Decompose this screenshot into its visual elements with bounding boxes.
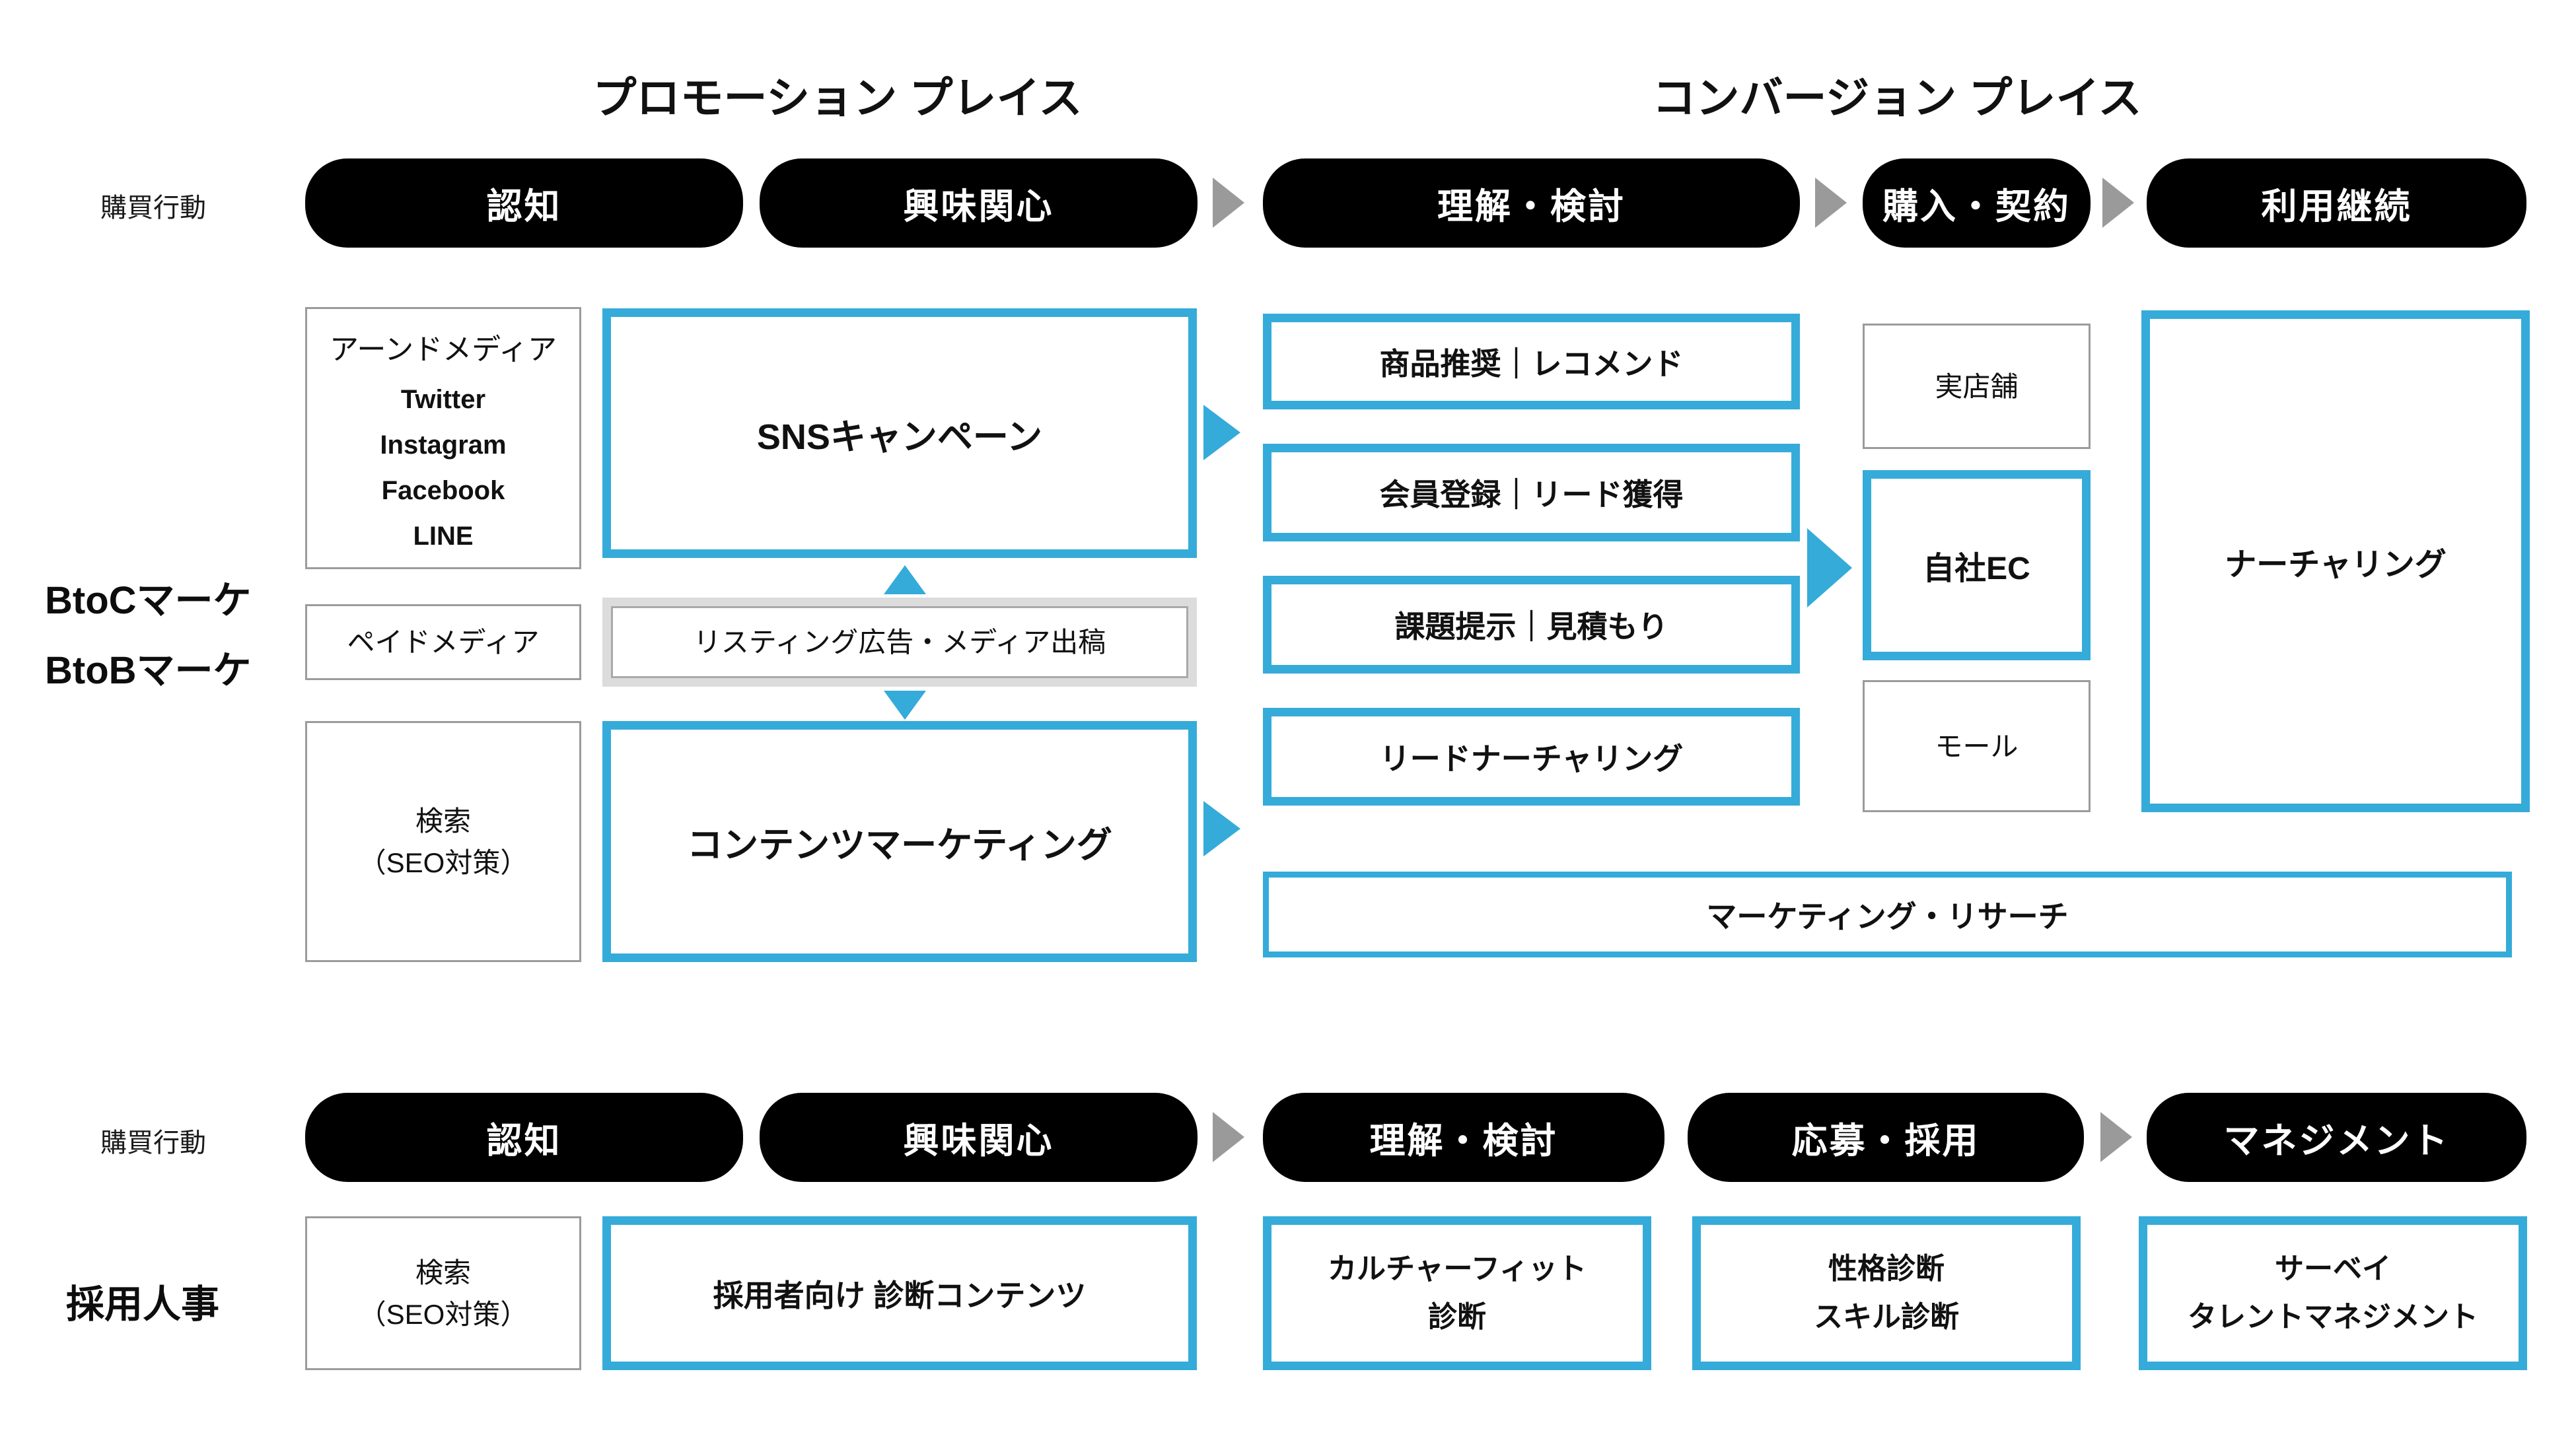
stage-pill-retention: 利用継続 bbox=[2147, 158, 2526, 248]
listing-ads-box: リスティング広告・メディア出稿 bbox=[602, 598, 1197, 687]
promotion-place-header: プロモーション プレイス bbox=[592, 73, 1083, 122]
hr-search-seo-line1: 検索 bbox=[415, 1257, 471, 1288]
paid-media-box: ペイドメディア bbox=[305, 604, 581, 680]
culture-fit-line2: 診断 bbox=[1428, 1300, 1486, 1333]
stage-pill-consideration: 理解・検討 bbox=[1263, 158, 1800, 248]
stage-pill-awareness: 認知 bbox=[305, 158, 743, 248]
personality-line1: 性格診断 bbox=[1828, 1252, 1945, 1285]
btoc-marketing-label: BtoCマーケ bbox=[45, 579, 252, 622]
culture-fit-line1: カルチャーフィット bbox=[1327, 1252, 1587, 1285]
purchase-behavior-label-top: 購買行動 bbox=[100, 193, 206, 223]
mall-box: モール bbox=[1863, 680, 2091, 812]
flow-arrow-icon bbox=[2102, 178, 2134, 228]
lead-nurturing-box: リードナーチャリング bbox=[1263, 708, 1800, 806]
down-arrow-icon bbox=[884, 691, 926, 720]
flow-arrow-icon bbox=[1213, 178, 1244, 228]
nurturing-box: ナーチャリング bbox=[2141, 310, 2530, 812]
stage-pill-consideration-hr: 理解・検討 bbox=[1263, 1093, 1664, 1182]
lead-capture-box: 会員登録｜リード獲得 bbox=[1263, 444, 1800, 541]
earned-media-item-facebook: Facebook bbox=[381, 475, 505, 505]
search-seo-line1: 検索 bbox=[415, 805, 471, 837]
conversion-place-header: コンバージョン プレイス bbox=[1652, 73, 2142, 122]
stage-pill-purchase: 購入・契約 bbox=[1863, 158, 2091, 248]
flow-arrow-icon bbox=[1213, 1112, 1244, 1162]
stage-pill-interest: 興味関心 bbox=[760, 158, 1198, 248]
right-arrow-icon bbox=[1807, 528, 1852, 607]
right-arrow-icon bbox=[1203, 405, 1240, 460]
earned-media-item-instagram: Instagram bbox=[380, 430, 507, 460]
survey-line2: タレントマネジメント bbox=[2188, 1300, 2478, 1333]
personality-skill-box: 性格診断 スキル診断 bbox=[1692, 1216, 2081, 1370]
survey-talent-box: サーベイ タレントマネジメント bbox=[2139, 1216, 2527, 1370]
proposal-box: 課題提示｜見積もり bbox=[1263, 576, 1800, 674]
own-ec-box: 自社EC bbox=[1863, 470, 2091, 660]
stage-pill-interest-hr: 興味関心 bbox=[760, 1093, 1198, 1182]
earned-media-title: アーンドメディア bbox=[329, 333, 557, 366]
culture-fit-box: カルチャーフィット 診断 bbox=[1263, 1216, 1651, 1370]
hr-search-seo-line2: （SEO対策） bbox=[358, 1298, 528, 1330]
earned-media-box: アーンドメディア Twitter Instagram Facebook LINE bbox=[305, 307, 581, 569]
stage-pill-management: マネジメント bbox=[2147, 1093, 2526, 1182]
flow-arrow-icon bbox=[1815, 178, 1847, 228]
stage-pill-awareness-hr: 認知 bbox=[305, 1093, 743, 1182]
marketing-research-bar: マーケティング・リサーチ bbox=[1263, 872, 2512, 957]
right-arrow-icon bbox=[1203, 801, 1240, 856]
btob-marketing-label: BtoBマーケ bbox=[45, 649, 252, 692]
earned-media-item-twitter: Twitter bbox=[400, 384, 486, 414]
earned-media-item-line: LINE bbox=[413, 521, 474, 551]
stage-pill-apply-hire: 応募・採用 bbox=[1688, 1093, 2084, 1182]
recruiting-hr-label: 採用人事 bbox=[66, 1283, 220, 1326]
sns-campaign-box: SNSキャンペーン bbox=[602, 308, 1197, 558]
survey-line1: サーベイ bbox=[2275, 1252, 2391, 1285]
search-seo-box: 検索 （SEO対策） bbox=[305, 721, 581, 962]
recommend-box: 商品推奨｜レコメンド bbox=[1263, 314, 1800, 409]
flow-arrow-icon bbox=[2100, 1112, 2132, 1162]
purchase-behavior-label-bottom: 購買行動 bbox=[100, 1128, 206, 1158]
content-marketing-box: コンテンツマーケティング bbox=[602, 721, 1197, 962]
search-seo-line2: （SEO対策） bbox=[358, 847, 528, 878]
hr-search-seo-box: 検索 （SEO対策） bbox=[305, 1216, 581, 1370]
up-arrow-icon bbox=[884, 565, 926, 594]
store-box: 実店舗 bbox=[1863, 324, 2091, 449]
personality-line2: スキル診断 bbox=[1814, 1300, 1959, 1333]
diagnostic-content-box: 採用者向け 診断コンテンツ bbox=[602, 1216, 1197, 1370]
